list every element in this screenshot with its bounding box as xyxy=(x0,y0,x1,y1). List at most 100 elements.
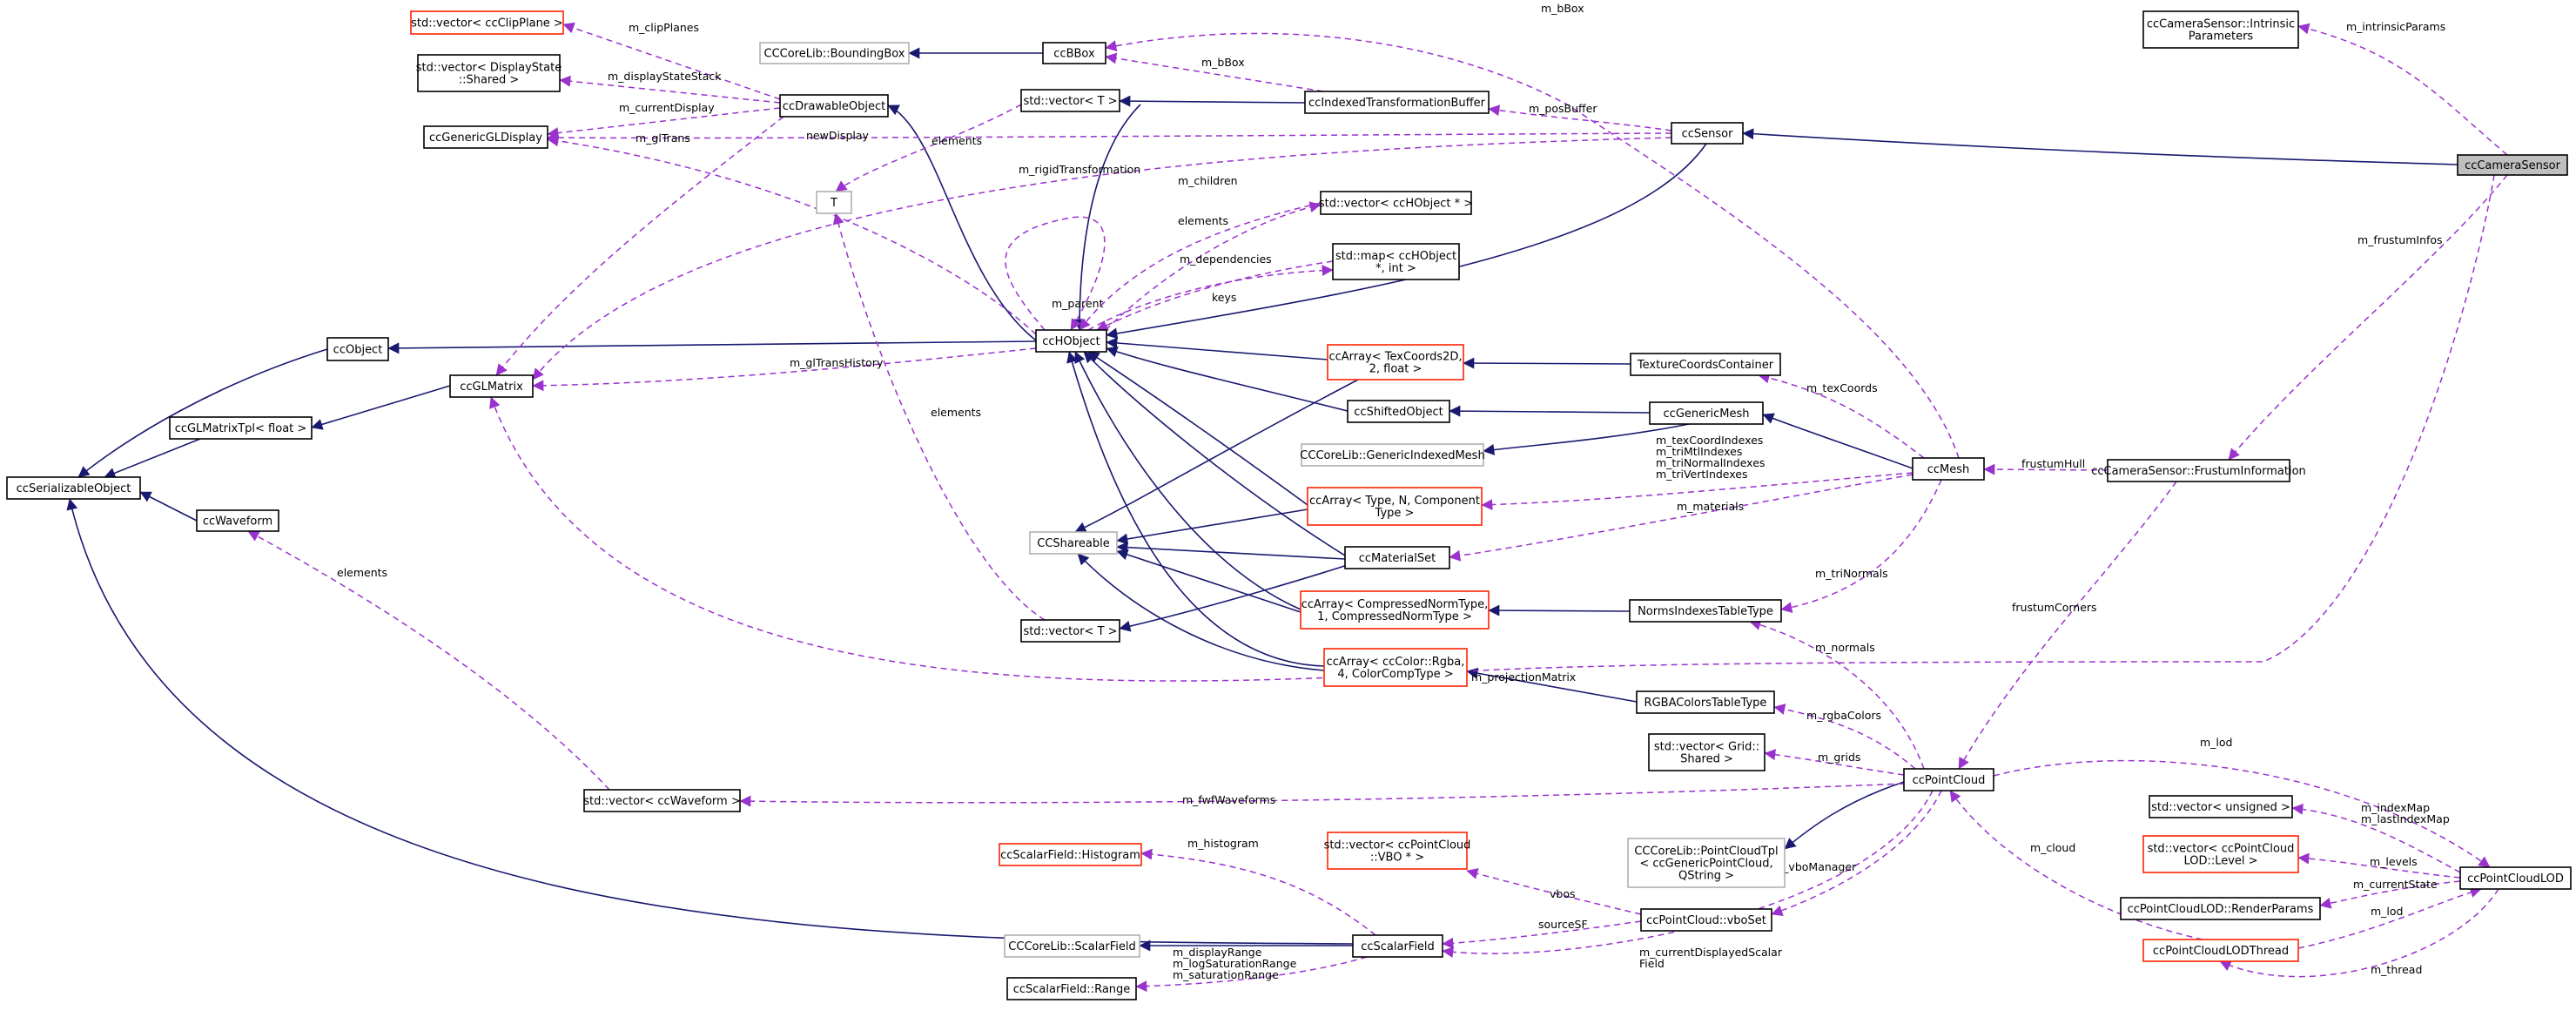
edge-arrtex-shareable xyxy=(1074,379,1359,533)
edge-hobject-parent xyxy=(1005,216,1106,331)
node-label: CCCoreLib::PointCloudTpl< ccGenericPoint… xyxy=(1634,845,1778,883)
edge-label-m-cloud: m_cloud xyxy=(2030,841,2075,854)
edge-pc-grids xyxy=(1764,749,1905,776)
node-label: ccGLMatrix xyxy=(460,381,523,394)
node-cc-generic-gldisplay[interactable]: ccGenericGLDisplay xyxy=(423,125,548,149)
node-box xyxy=(1903,768,1994,791)
node-cc-camera-sensor[interactable]: ccCameraSensor xyxy=(2457,154,2568,176)
node-rgba-colors[interactable]: RGBAColorsTableType xyxy=(1636,690,1775,714)
node-histogram[interactable]: ccScalarField::Histogram xyxy=(999,843,1142,866)
node-vec-t2[interactable]: std::vector< T > xyxy=(1020,619,1120,643)
node-frustum-info[interactable]: ccCameraSensor::FrustumInformation xyxy=(2091,459,2306,482)
node-vec-t1[interactable]: std::vector< T > xyxy=(1020,89,1120,112)
node-label: std::vector< DisplayState::Shared > xyxy=(416,62,562,87)
node-render-params[interactable]: ccPointCloudLOD::RenderParams xyxy=(2120,897,2321,920)
node-label: CCCoreLib::GenericIndexedMesh xyxy=(1300,449,1484,462)
node-label: std::vector< T > xyxy=(1023,625,1117,638)
node-label: std::vector< unsigned > xyxy=(2151,801,2290,814)
node-label: ccScalarField::Histogram xyxy=(1000,849,1140,862)
edge-label-newDisplay: newDisplay xyxy=(806,129,870,142)
edge-pc-normals xyxy=(1749,619,1925,770)
edge-label-m-vboManager: m_vboManager xyxy=(1772,860,1857,873)
node-cc-generic-mesh[interactable]: ccGenericMesh xyxy=(1649,401,1764,425)
node-label: ccCameraSensor xyxy=(2465,159,2561,172)
node-cc-indexed-transformation-buffer[interactable]: ccIndexedTransformationBuffer xyxy=(1304,91,1490,114)
node-cc-sensor[interactable]: ccSensor xyxy=(1671,122,1744,145)
node-vec-clip-plane[interactable]: std::vector< ccClipPlane > xyxy=(410,10,564,35)
node-arr-norm[interactable]: ccArray< CompressedNormType,1, Compresse… xyxy=(1300,590,1490,630)
node-box xyxy=(1636,690,1775,714)
node-vec-unsigned[interactable]: std::vector< unsigned > xyxy=(2149,795,2293,818)
edge-label-m-glTransHistory: m_glTransHistory xyxy=(790,356,884,369)
node-vbo-set[interactable]: ccPointCloud::vboSet xyxy=(1640,908,1772,932)
node-box xyxy=(816,191,852,214)
node-arr-tex[interactable]: ccArray< TexCoords2D,2, float > xyxy=(1327,344,1464,381)
node-scalar-field-core[interactable]: CCCoreLib::ScalarField xyxy=(1004,934,1140,958)
node-vec-vbo[interactable]: std::vector< ccPointCloud::VBO * > xyxy=(1324,832,1471,870)
node-vec-waveform[interactable]: std::vector< ccWaveform > xyxy=(583,789,741,812)
edge-hobject-gltranshistory xyxy=(532,347,1037,392)
edge-vechobject-children xyxy=(1105,201,1322,331)
edge-texcoords-arrtex xyxy=(1463,357,1631,369)
node-cc-serializable-object[interactable]: ccSerializableObject xyxy=(6,476,141,500)
node-generic-indexed-mesh[interactable]: CCCoreLib::GenericIndexedMesh xyxy=(1300,443,1485,467)
node-cc-hobject[interactable]: ccHObject xyxy=(1035,329,1107,353)
node-box xyxy=(449,374,534,398)
node-cc-point-cloud[interactable]: ccPointCloud xyxy=(1903,768,1994,791)
node-norms-indexes[interactable]: NormsIndexesTableType xyxy=(1629,599,1782,623)
node-texture-coords[interactable]: TextureCoordsContainer xyxy=(1630,353,1781,376)
edge-lod-indexmap xyxy=(2291,803,2461,873)
edge-mesh-bbox xyxy=(1105,32,1960,459)
node-sf-range[interactable]: ccScalarField::Range xyxy=(1006,977,1137,1000)
edge-camerasensor-sensor xyxy=(1742,128,2458,165)
node-t[interactable]: T xyxy=(816,191,852,214)
edge-vboset-sourcesf xyxy=(1442,920,1642,949)
edge-arrtypen-shareable xyxy=(1116,508,1308,545)
node-cc-mesh[interactable]: ccMesh xyxy=(1912,457,1985,481)
node-cc-shareable[interactable]: CCShareable xyxy=(1029,531,1118,555)
node-arr-color[interactable]: ccArray< ccColor::Rgba,4, ColorCompType … xyxy=(1323,648,1468,687)
node-cc-scalar-field[interactable]: ccScalarField xyxy=(1352,934,1443,958)
node-cc-bbox[interactable]: ccBBox xyxy=(1042,42,1106,64)
node-lod-thread[interactable]: ccPointCloudLODThread xyxy=(2142,939,2299,962)
node-vec-grid[interactable]: std::vector< Grid::Shared > xyxy=(1648,733,1766,771)
node-cc-drawable-object[interactable]: ccDrawableObject xyxy=(779,94,889,118)
node-cc-material-set[interactable]: ccMaterialSet xyxy=(1344,546,1450,569)
edge-waveform-serializable xyxy=(139,491,198,522)
node-label: ccScalarField::Range xyxy=(1013,983,1131,996)
node-cc-glmatrix[interactable]: ccGLMatrix xyxy=(449,374,534,398)
node-bounding-box[interactable]: CCCoreLib::BoundingBox xyxy=(759,42,910,64)
node-cc-shifted-object[interactable]: ccShiftedObject xyxy=(1347,400,1450,423)
node-vec-hobject[interactable]: std::vector< ccHObject * > xyxy=(1319,191,1473,215)
edge-lod-pc xyxy=(1993,759,2491,868)
edge-label-m-bBox-idx: m_bBox xyxy=(1201,56,1245,69)
edge-label-m-materials: m_materials xyxy=(1677,500,1744,513)
edge-label-m-levels: m_levels xyxy=(2370,855,2418,868)
node-label: std::vector< Grid::Shared > xyxy=(1654,741,1759,766)
edge-label-m-currentState: m_currentState xyxy=(2353,878,2438,891)
node-label: T xyxy=(830,197,837,210)
node-point-cloud-tpl[interactable]: CCCoreLib::PointCloudTpl< ccGenericPoint… xyxy=(1627,838,1786,888)
node-cc-object[interactable]: ccObject xyxy=(326,337,389,361)
node-box xyxy=(779,94,889,118)
node-vec-display-state[interactable]: std::vector< DisplayState::Shared > xyxy=(416,54,562,92)
node-cc-glmatrix-tpl[interactable]: ccGLMatrixTpl< float > xyxy=(169,416,313,440)
edge-camerasensor-intrinsic xyxy=(2297,23,2508,156)
edge-label-m-normals: m_normals xyxy=(1815,641,1875,654)
edge-pc-vbomanager xyxy=(1771,790,1942,917)
edge-hobject-newdisplay xyxy=(547,135,1037,335)
edge-drawable-displaystate xyxy=(559,75,781,104)
node-cc-waveform[interactable]: ccWaveform xyxy=(196,509,279,532)
node-cc-point-cloud-lod[interactable]: ccPointCloudLOD xyxy=(2459,866,2572,890)
node-map-hobject[interactable]: std::map< ccHObject*, int > xyxy=(1332,243,1460,280)
edge-mesh-trinormals xyxy=(1780,479,1942,614)
edge-label-m-projectionMatrix: m_projectionMatrix xyxy=(1471,670,1576,684)
edge-label-m-lod: m_lod xyxy=(2200,736,2232,749)
node-box xyxy=(1020,619,1120,643)
